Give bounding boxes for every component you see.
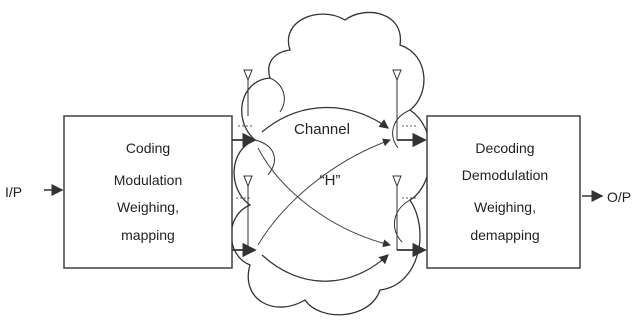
cloud-fold	[269, 77, 285, 113]
signal-path	[261, 106, 389, 133]
tx-line-weighing: Weighing,	[117, 199, 179, 215]
signal-path	[257, 138, 391, 246]
channel-cloud	[230, 11, 432, 316]
rx-line-demapping: demapping	[470, 227, 539, 243]
tx-line-modulation: Modulation	[114, 172, 183, 188]
signal-path	[257, 147, 391, 248]
cloud-fold	[394, 199, 411, 243]
tx-line-coding: Coding	[126, 140, 170, 156]
channel-symbol: “H”	[320, 172, 341, 189]
rx-antenna-top-icon	[392, 69, 402, 140]
cloud-fold	[254, 139, 275, 176]
signal-path	[261, 254, 389, 282]
rx-line-decoding: Decoding	[475, 140, 534, 156]
tx-line-mapping: mapping	[121, 227, 175, 243]
rx-line-weighing: Weighing,	[474, 199, 536, 215]
receiver-box	[426, 115, 581, 269]
tx-antenna-top-icon	[243, 69, 253, 116]
rx-line-demodulation: Demodulation	[462, 167, 548, 183]
channel-title: Channel	[294, 121, 350, 138]
input-label: I/P	[5, 184, 22, 200]
cloud-fold	[392, 109, 411, 149]
rx-antenna-bottom-icon	[392, 175, 402, 250]
transmitter-box	[63, 115, 233, 269]
tx-antenna-bottom-icon	[243, 175, 253, 250]
output-label: O/P	[607, 189, 631, 205]
